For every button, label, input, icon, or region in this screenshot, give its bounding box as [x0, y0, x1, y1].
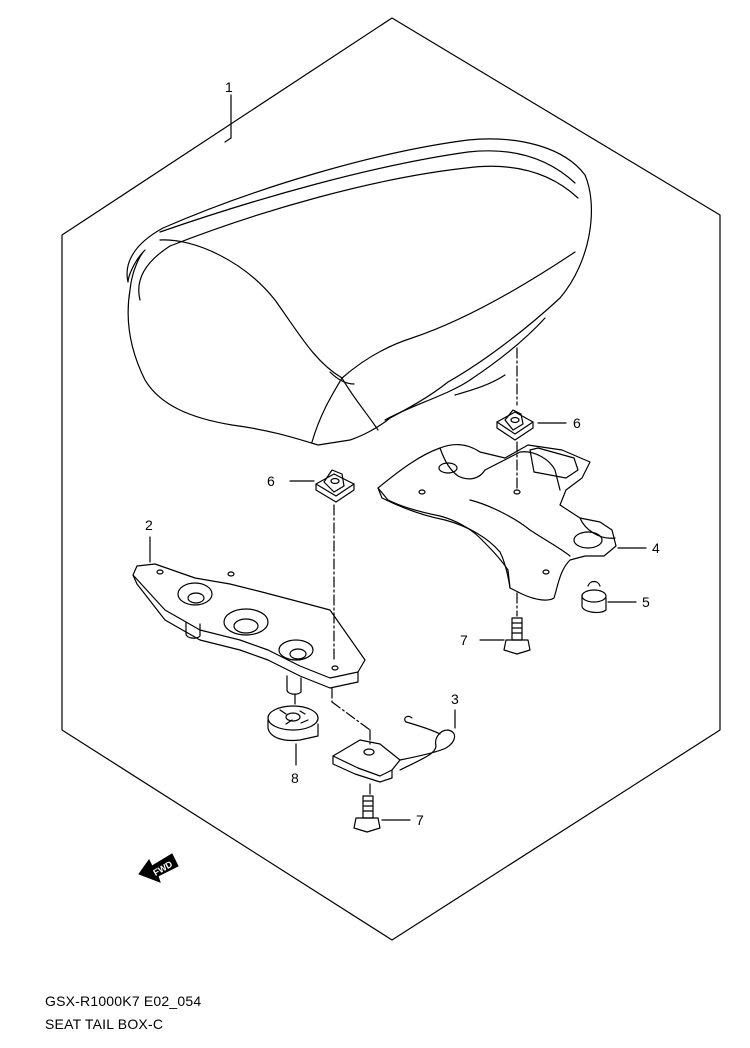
diagram-code: GSX-R1000K7 E02_054	[45, 993, 202, 1009]
callout-4: 4	[652, 540, 660, 556]
bolt-upper	[503, 617, 531, 655]
bolt-lower	[353, 795, 381, 833]
callout-8: 8	[291, 770, 299, 786]
seat-tail-cover	[126, 138, 593, 446]
callout-7-upper: 7	[460, 632, 468, 648]
clip-nut-lower	[315, 469, 355, 503]
base-plate	[132, 563, 366, 695]
clip-nut-upper	[496, 409, 534, 441]
callout-1: 1	[225, 79, 233, 95]
callout-5: 5	[642, 594, 650, 610]
fwd-arrow-icon: FWD	[138, 853, 179, 883]
rubber-cushion	[581, 580, 607, 614]
callout-6-upper: 6	[573, 415, 581, 431]
callout-3: 3	[451, 691, 459, 707]
seat-bracket	[377, 443, 617, 601]
callout-7-lower: 7	[416, 812, 424, 828]
grommet	[267, 705, 319, 742]
callout-6-lower: 6	[267, 473, 275, 489]
clip-bracket	[332, 715, 456, 783]
callout-2: 2	[145, 517, 153, 533]
assembly-boundary	[61, 17, 721, 941]
diagram-title: SEAT TAIL BOX-C	[45, 1016, 164, 1032]
